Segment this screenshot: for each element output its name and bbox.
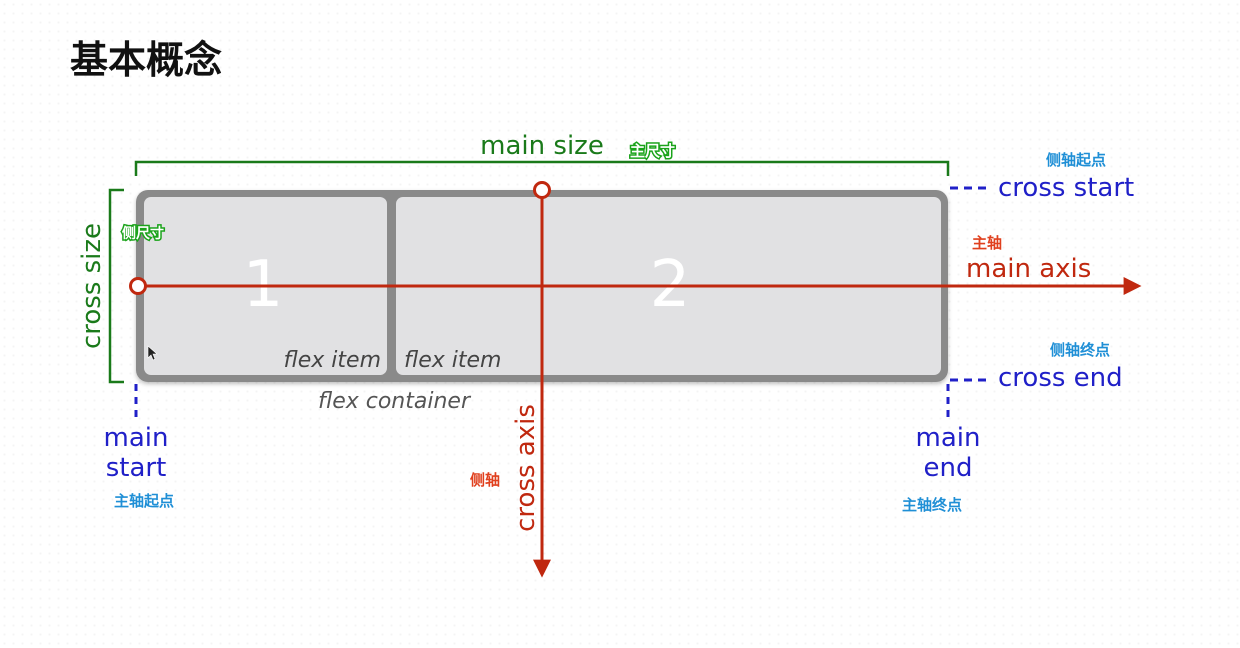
main-end-label-line2: end (924, 453, 973, 483)
main-end-zh-label: 主轴终点 (902, 496, 962, 514)
main-axis-zh-label: 主轴 (972, 234, 1002, 252)
cross-size-label: cross size (77, 223, 107, 349)
main-start-zh-label: 主轴起点 (114, 492, 174, 510)
cross-start-zh-label: 侧轴起点 (1046, 151, 1106, 169)
page-title: 基本概念 (70, 38, 223, 82)
main-end-label-line1: main (916, 423, 981, 453)
cross-start-label: cross start (998, 173, 1134, 203)
cross-size-bracket (108, 188, 124, 384)
cross-axis-label: cross axis (511, 404, 541, 532)
cross-axis-origin (533, 181, 551, 199)
flex-item-2-label: flex item (404, 348, 501, 373)
main-start-label-line2: start (106, 453, 167, 483)
cross-axis-zh-label: 侧轴 (470, 471, 500, 489)
main-size-bracket (134, 160, 950, 176)
flex-item-1-label: flex item (284, 348, 381, 373)
mouse-cursor-icon (147, 345, 158, 361)
main-axis-label: main axis (966, 254, 1091, 284)
main-axis-origin (129, 277, 147, 295)
main-start-label-line1: main (104, 423, 169, 453)
main-size-zh-label: 主尺寸 (630, 142, 675, 160)
cross-end-label: cross end (998, 363, 1123, 393)
cross-end-zh-label: 侧轴终点 (1050, 341, 1110, 359)
main-size-label: main size (480, 131, 604, 161)
cross-size-zh-label: 侧尺寸 (122, 225, 164, 242)
flex-container-label: flex container (318, 389, 472, 414)
